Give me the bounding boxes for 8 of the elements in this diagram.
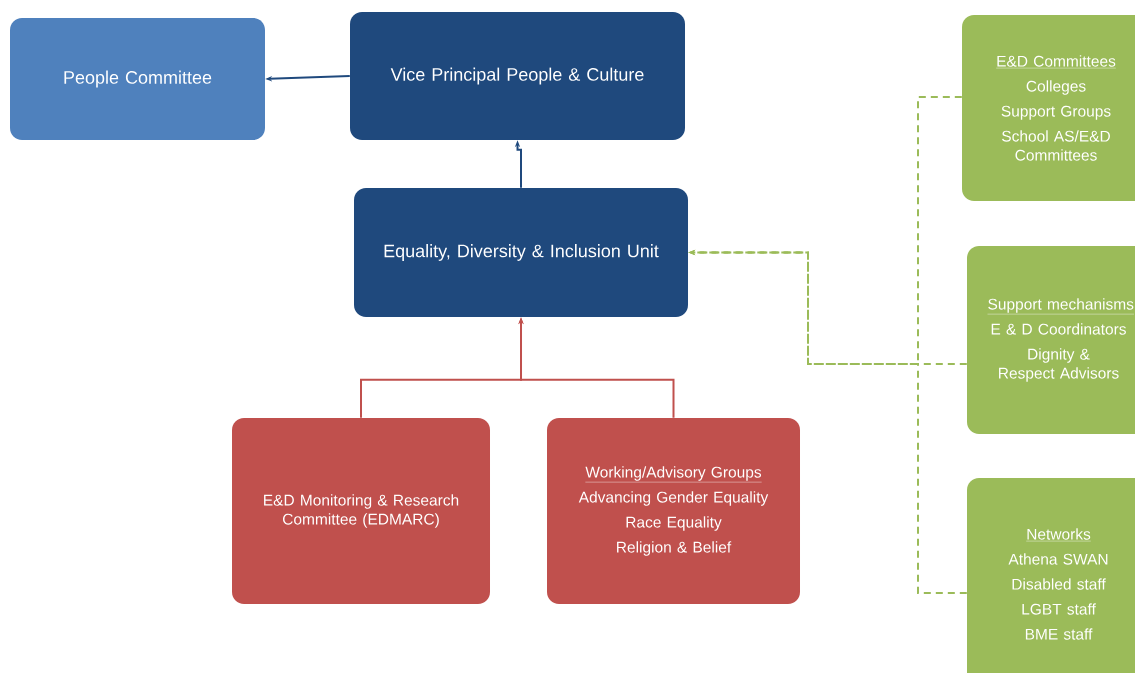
group-box: E&D Committees Colleges Support Groups School AS/E&D Committees: [962, 15, 1135, 201]
unit-box: Equality, Diversity & Inclusion Unit: [354, 188, 688, 317]
committee-box: People Committee: [10, 18, 265, 140]
group-box: Networks Athena SWAN Disabled staff LGBT staff BME staff: [967, 478, 1135, 673]
group-box: Working/Advisory Groups Advancing Gender Equality Race Equality Religion & Belief: [547, 418, 800, 604]
group-box: Support mechanisms E & D Coordinators Dignity & Respect Advisors: [967, 246, 1135, 434]
office-box: Vice Principal People & Culture: [350, 12, 685, 140]
committee-box: E&D Monitoring & Research Committee (EDMARC): [232, 418, 490, 604]
